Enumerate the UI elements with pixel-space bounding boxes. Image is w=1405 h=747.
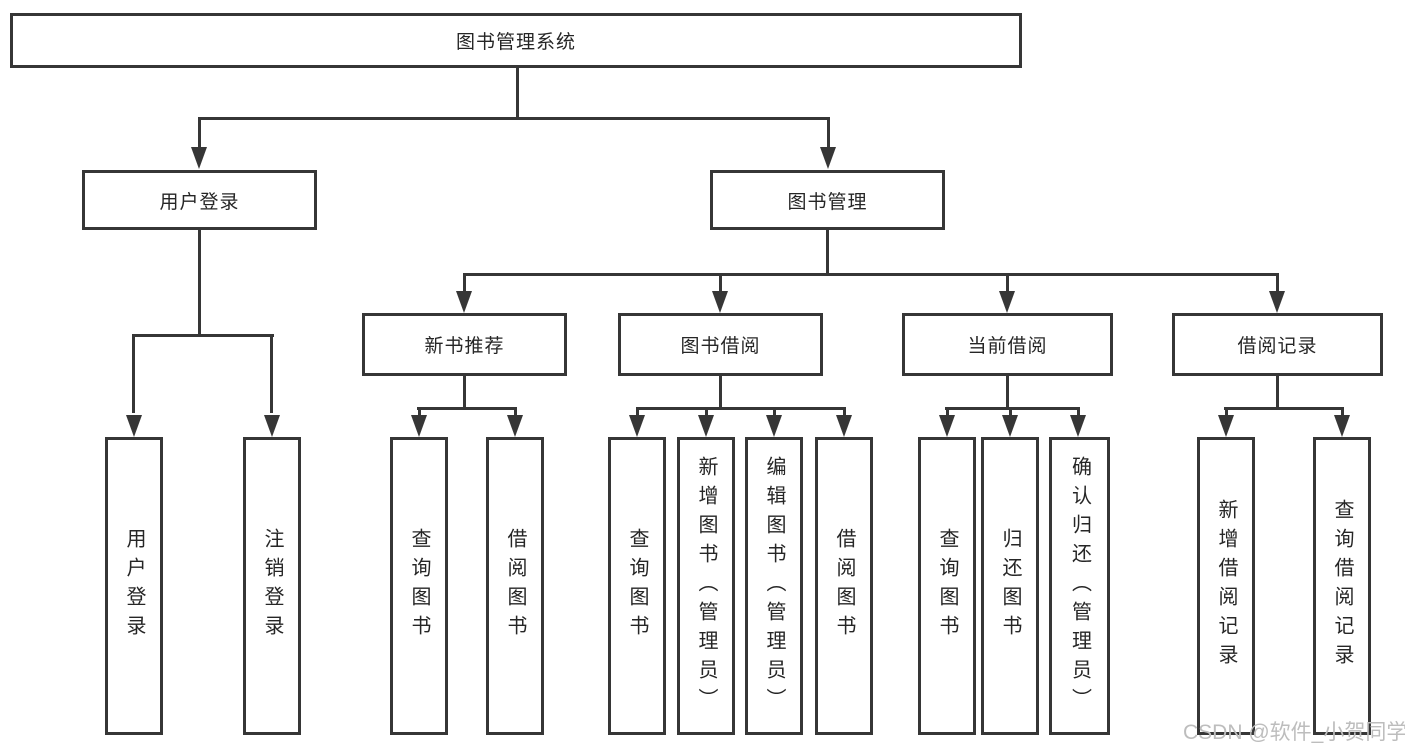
leaf-query-book-current: 查询图书 (918, 437, 976, 735)
arrow-down-icon (1334, 415, 1350, 437)
arrow-down-icon (939, 415, 955, 437)
node-user-login: 用户登录 (82, 170, 317, 230)
leaf-confirm-return-admin: 确认归还（管理员） (1049, 437, 1110, 735)
leaf-add-borrow-record: 新增借阅记录 (1197, 437, 1255, 735)
connector-line (417, 407, 517, 410)
leaf-borrow-book: 借阅图书 (815, 437, 873, 735)
connector-line (516, 68, 519, 117)
leaf-logout: 注销登录 (243, 437, 301, 735)
arrow-down-icon (836, 415, 852, 437)
connector-line (418, 407, 421, 416)
node-book-management-label: 图书管理 (787, 191, 868, 213)
leaf-user-login-label: 用户登录 (123, 528, 145, 644)
connector-line (636, 407, 846, 410)
leaf-logout-label: 注销登录 (261, 528, 283, 644)
connector-line (198, 230, 201, 334)
connector-line (1006, 273, 1009, 291)
leaf-edit-book-admin: 编辑图书（管理员） (745, 437, 803, 735)
connector-line (843, 407, 846, 416)
connector-line (773, 407, 776, 416)
node-book-borrow: 图书借阅 (618, 313, 823, 376)
node-borrow-records: 借阅记录 (1172, 313, 1383, 376)
arrow-down-icon (698, 415, 714, 437)
connector-line (463, 376, 466, 407)
leaf-edit-book-admin-label: 编辑图书（管理员） (763, 455, 785, 717)
arrow-down-icon (766, 415, 782, 437)
node-new-book-recommend-label: 新书推荐 (424, 336, 505, 357)
connector-line (719, 376, 722, 407)
node-borrow-records-label: 借阅记录 (1237, 336, 1318, 357)
leaf-return-book-label: 归还图书 (999, 528, 1021, 644)
connector-line (1077, 407, 1080, 416)
connector-line (1224, 407, 1343, 410)
arrow-down-icon (629, 415, 645, 437)
connector-line (198, 117, 201, 147)
arrow-down-icon (712, 291, 728, 313)
arrow-down-icon (411, 415, 427, 437)
node-root: 图书管理系统 (10, 13, 1022, 68)
connector-line (945, 407, 1080, 410)
connector-line (719, 273, 722, 291)
connector-line (1009, 407, 1012, 416)
leaf-return-book: 归还图书 (981, 437, 1039, 735)
arrow-down-icon (507, 415, 523, 437)
arrow-down-icon (126, 415, 142, 437)
arrow-down-icon (191, 147, 207, 169)
leaf-query-book-current-label: 查询图书 (936, 528, 958, 644)
arrow-down-icon (820, 147, 836, 169)
connector-line (270, 334, 273, 413)
node-book-management: 图书管理 (710, 170, 945, 230)
node-new-book-recommend: 新书推荐 (362, 313, 567, 376)
connector-line (827, 117, 830, 147)
leaf-user-login: 用户登录 (105, 437, 163, 735)
arrow-down-icon (1070, 415, 1086, 437)
leaf-add-borrow-record-label: 新增借阅记录 (1215, 499, 1237, 673)
csdn-watermark: CSDN @软件_小贺同学 (1183, 721, 1405, 744)
arrow-down-icon (1269, 291, 1285, 313)
leaf-query-borrow-record: 查询借阅记录 (1313, 437, 1371, 735)
node-root-label: 图书管理系统 (455, 32, 576, 53)
leaf-query-book-recommend-label: 查询图书 (408, 528, 430, 644)
connector-line (198, 117, 830, 120)
leaf-borrow-book-label: 借阅图书 (833, 528, 855, 644)
connector-line (636, 407, 639, 416)
leaf-add-book-admin-label: 新增图书（管理员） (695, 455, 717, 717)
leaf-borrow-book-recommend: 借阅图书 (486, 437, 544, 735)
connector-line (463, 273, 1279, 276)
leaf-query-borrow-record-label: 查询借阅记录 (1331, 499, 1353, 673)
connector-line (132, 334, 274, 337)
arrow-down-icon (456, 291, 472, 313)
arrow-down-icon (999, 291, 1015, 313)
leaf-add-book-admin: 新增图书（管理员） (677, 437, 735, 735)
node-current-borrow-label: 当前借阅 (967, 336, 1048, 357)
node-current-borrow: 当前借阅 (902, 313, 1113, 376)
leaf-query-book-recommend: 查询图书 (390, 437, 448, 735)
connector-line (1225, 407, 1228, 416)
leaf-confirm-return-admin-label: 确认归还（管理员） (1068, 455, 1091, 717)
connector-line (1006, 376, 1009, 407)
arrow-down-icon (1218, 415, 1234, 437)
connector-line (705, 407, 708, 416)
node-user-login-label: 用户登录 (159, 191, 240, 213)
leaf-borrow-book-recommend-label: 借阅图书 (504, 528, 526, 644)
connector-line (946, 407, 949, 416)
connector-line (463, 273, 466, 291)
connector-line (514, 407, 517, 416)
connector-line (1341, 407, 1344, 416)
connector-line (1276, 273, 1279, 291)
node-book-borrow-label: 图书借阅 (680, 336, 761, 357)
connector-line (1276, 376, 1279, 407)
arrow-down-icon (264, 415, 280, 437)
leaf-query-book-borrow-label: 查询图书 (626, 528, 648, 644)
arrow-down-icon (1002, 415, 1018, 437)
leaf-query-book-borrow: 查询图书 (608, 437, 666, 735)
connector-line (826, 230, 829, 273)
connector-line (132, 334, 135, 413)
